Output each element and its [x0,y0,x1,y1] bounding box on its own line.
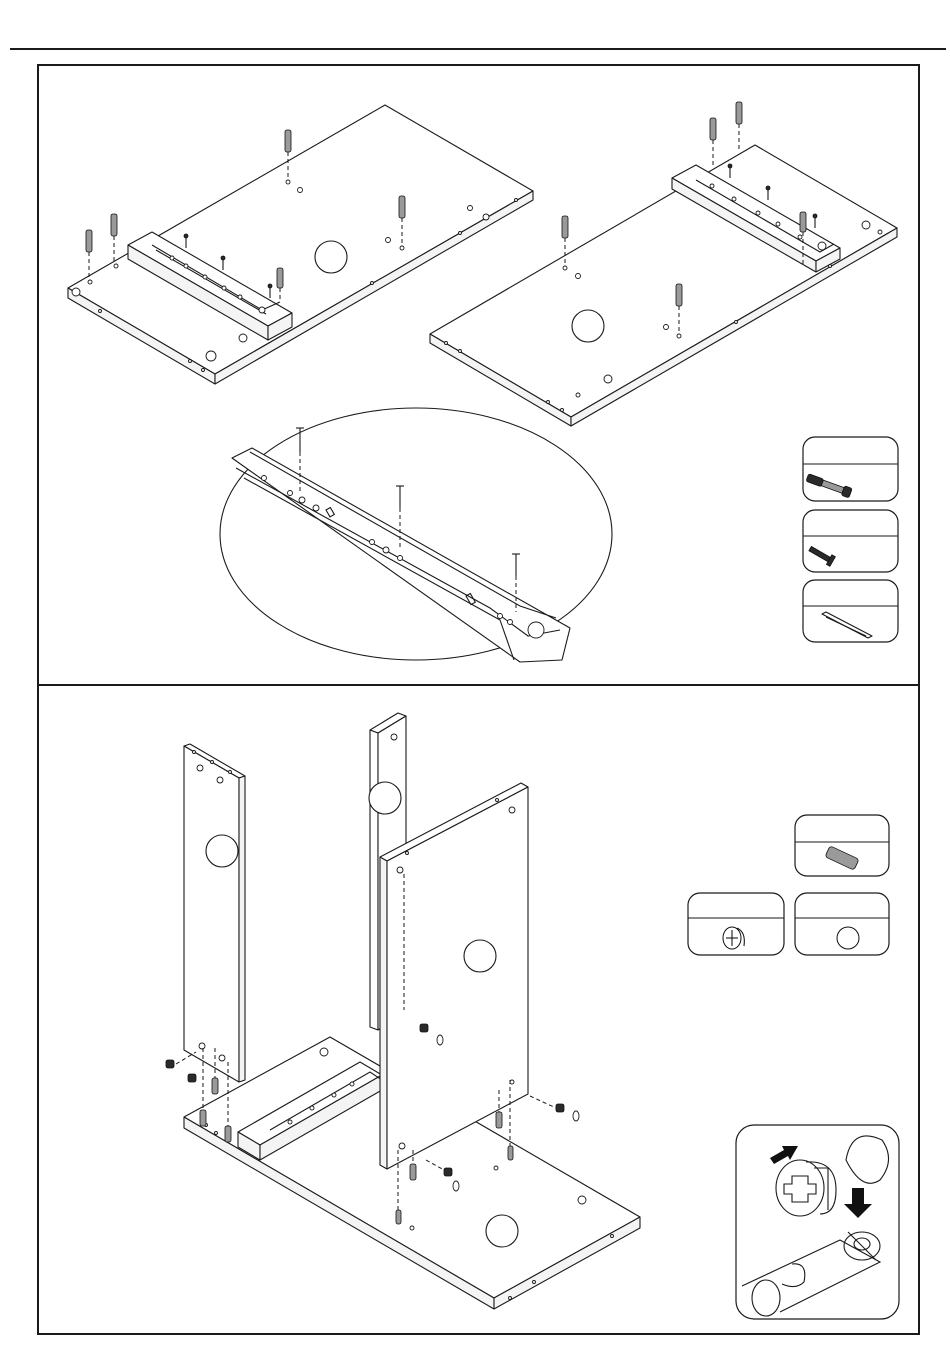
hardware-box-cam-bolt [803,437,898,501]
part-marker [206,835,238,867]
hardware-box-wood-dowel [795,815,889,876]
part-marker [572,310,604,342]
left-side-panel [184,744,245,1082]
zoom-ellipse-drawer-runner [220,408,612,662]
right-base-panel [430,102,897,426]
part-marker [464,940,496,972]
hardware-box-cover-cap [795,893,889,955]
part-marker [315,241,347,273]
hardware-box-drawer-runner [803,580,898,642]
cover-cap-icon [837,927,859,949]
part-marker [486,1215,518,1247]
hardware-box-screw [803,510,898,572]
hardware-box-cam-lock [688,893,784,955]
part-marker [369,782,401,814]
cam-lock-instruction-inset [736,1125,899,1319]
